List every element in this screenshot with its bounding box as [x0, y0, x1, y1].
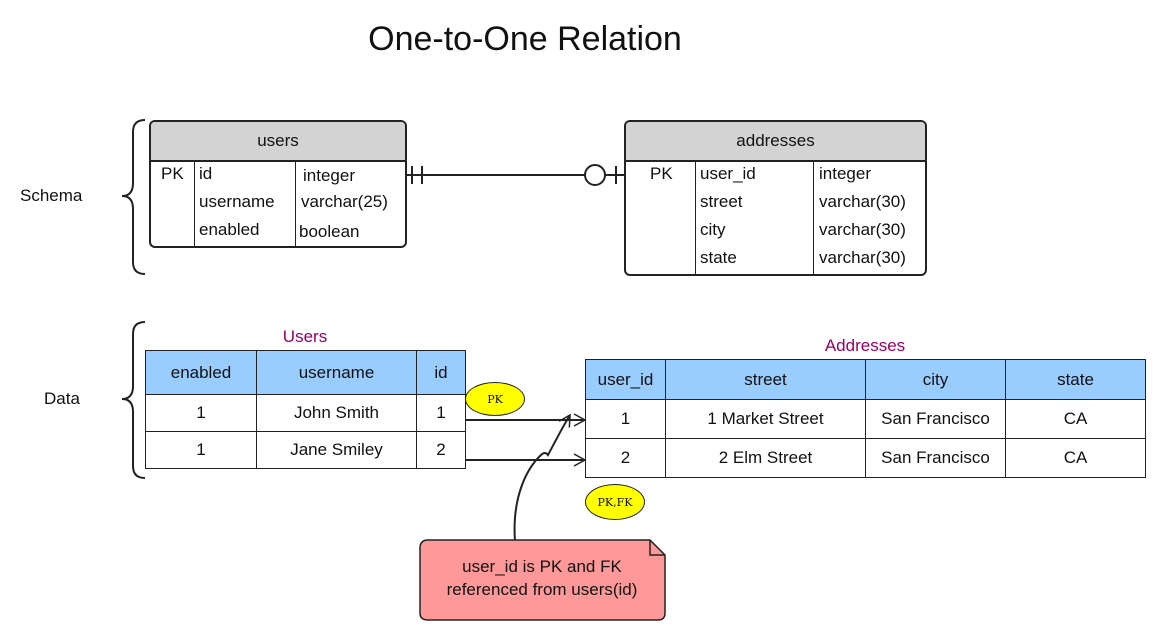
addresses-cell-city: San Francisco	[865, 438, 1006, 478]
pk-badge: PK	[465, 382, 525, 416]
users-type-enabled: boolean	[299, 222, 360, 241]
addresses-type-user-id: integer	[819, 164, 871, 183]
users-col-username: username	[256, 350, 417, 395]
addresses-type-state: varchar(30)	[819, 248, 906, 267]
data-brace	[121, 321, 146, 479]
page-title: One-to-One Relation	[368, 20, 682, 58]
schema-label: Schema	[20, 186, 83, 205]
pk-fk-badge: PK,FK	[585, 484, 645, 520]
users-field-username: username	[199, 192, 275, 211]
addresses-cell-user-id: 1	[585, 399, 666, 439]
users-col-enabled: enabled	[145, 350, 257, 395]
schema-brace	[121, 119, 146, 275]
users-cell-username: John Smith	[256, 394, 417, 432]
addresses-field-state: state	[700, 248, 737, 267]
users-cell-id: 2	[416, 431, 466, 469]
addresses-entity: addresses PK user_id integer street varc…	[624, 120, 927, 276]
addresses-col-state: state	[1005, 359, 1146, 400]
table-row: 1 John Smith 1	[145, 394, 466, 432]
addresses-data-table: user_id street city state 1 1 Market Str…	[585, 359, 1146, 478]
addresses-entity-header: addresses	[626, 122, 925, 162]
users-field-enabled: enabled	[199, 220, 260, 239]
addresses-type-street: varchar(30)	[819, 192, 906, 211]
addresses-field-city: city	[700, 220, 726, 239]
addresses-cell-state: CA	[1005, 438, 1146, 478]
addresses-type-city: varchar(30)	[819, 220, 906, 239]
users-type-username: varchar(25)	[301, 192, 388, 211]
note-box	[419, 539, 666, 621]
users-cell-username: Jane Smiley	[256, 431, 417, 469]
users-cell-id: 1	[416, 394, 466, 432]
users-key-id: PK	[161, 164, 184, 183]
addresses-key-user-id: PK	[650, 164, 673, 183]
users-cell-enabled: 1	[145, 431, 257, 469]
addresses-cell-street: 2 Elm Street	[665, 438, 866, 478]
note-line-1: user_id is PK and FK	[462, 557, 622, 576]
note-pointer	[513, 413, 571, 542]
addresses-cell-state: CA	[1005, 399, 1146, 439]
note-text: user_id is PK and FK referenced from use…	[420, 555, 664, 601]
table-row: 1 Jane Smiley 2	[145, 431, 466, 469]
users-entity: users PK id integer username varchar(25)…	[149, 120, 407, 248]
row-arrows	[466, 413, 587, 467]
users-field-id: id	[199, 164, 213, 183]
note-line-2: referenced from users(id)	[446, 580, 638, 599]
addresses-cell-user-id: 2	[585, 438, 666, 478]
table-row: 1 1 Market Street San Francisco CA	[585, 399, 1146, 439]
addresses-col-city: city	[865, 359, 1006, 400]
table-row: 2 2 Elm Street San Francisco CA	[585, 438, 1146, 478]
addresses-cell-city: San Francisco	[865, 399, 1006, 439]
addresses-table-caption: Addresses	[824, 336, 906, 355]
users-cell-enabled: 1	[145, 394, 257, 432]
users-data-table: enabled username id 1 John Smith 1 1 Jan…	[145, 350, 466, 469]
users-entity-header: users	[151, 122, 405, 162]
addresses-col-street: street	[665, 359, 866, 400]
addresses-field-street: street	[700, 192, 743, 211]
addresses-col-user-id: user_id	[585, 359, 666, 400]
users-type-id: integer	[303, 166, 355, 185]
relationship-connector	[404, 164, 625, 186]
addresses-cell-street: 1 Market Street	[665, 399, 866, 439]
users-table-caption: Users	[282, 327, 328, 346]
addresses-field-user-id: user_id	[700, 164, 756, 183]
data-label: Data	[44, 389, 80, 408]
users-col-id: id	[416, 350, 466, 395]
